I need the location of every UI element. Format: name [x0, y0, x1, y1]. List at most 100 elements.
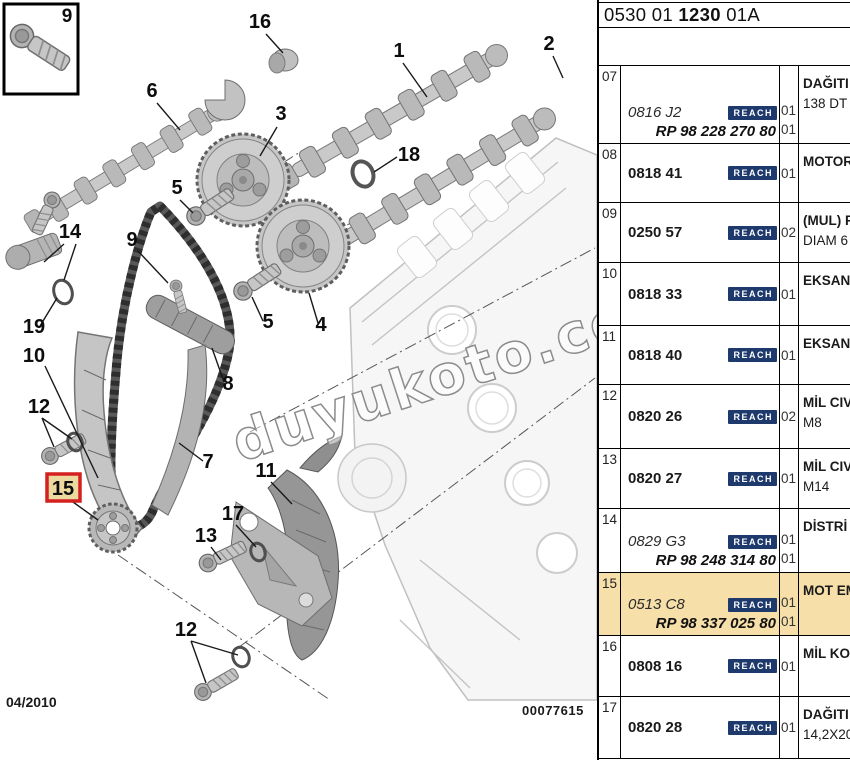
quantity: 02: [781, 409, 797, 424]
bushing-part-16: [268, 48, 299, 74]
tensioner-blade-part-7: [151, 344, 208, 516]
callout-label-1[interactable]: 1: [393, 40, 404, 62]
callout-label-4[interactable]: 4: [315, 314, 327, 336]
centerline: [249, 247, 596, 433]
row-number: 12: [599, 385, 621, 448]
part-description: (MUL) F: [803, 213, 850, 228]
row-number: 08: [599, 144, 621, 202]
reach-badge[interactable]: REACH: [728, 597, 777, 612]
reach-badge[interactable]: REACH: [728, 348, 777, 362]
quantity: 01: [781, 103, 797, 118]
callout-label-12b[interactable]: 12: [175, 619, 197, 641]
inset-box-part-9: [2, 2, 80, 96]
reach-badge[interactable]: REACH: [728, 166, 777, 180]
part-reference: 0513 C8: [628, 596, 685, 613]
part-description: MİL CIV: [803, 395, 850, 410]
row-number: 10: [599, 263, 621, 325]
callout-label-9-inset[interactable]: 9: [62, 6, 73, 27]
callout-label-11[interactable]: 11: [255, 460, 276, 482]
callout-label-16[interactable]: 16: [249, 11, 271, 33]
callout-label-3[interactable]: 3: [275, 103, 286, 125]
page-code-header: 0530 01 1230 01A: [599, 2, 850, 28]
quantity: 01: [781, 658, 797, 674]
quantity: 01: [781, 614, 797, 629]
part-description: DIAM 6: [803, 233, 849, 248]
callout-label-9b[interactable]: 9: [126, 229, 137, 251]
tensioner-part-14: [5, 232, 63, 270]
part-description: DAĞITI: [803, 76, 849, 91]
quantity: 01: [781, 122, 797, 137]
quantity: 01: [781, 165, 797, 181]
reach-badge[interactable]: REACH: [728, 225, 777, 240]
callout-label-8[interactable]: 8: [222, 373, 233, 395]
reach-badge[interactable]: REACH: [728, 409, 777, 424]
row-number: 16: [599, 636, 621, 696]
callout-label-14[interactable]: 14: [59, 221, 82, 243]
callout-label-2[interactable]: 2: [543, 33, 554, 55]
table-subheader: [599, 28, 850, 66]
replacement-part-number: RP 98 337 025 80: [655, 615, 776, 632]
part-description: EKSAN: [803, 336, 850, 351]
callout-label-18[interactable]: 18: [398, 144, 420, 166]
reach-badge[interactable]: REACH: [728, 105, 777, 120]
callout-label-13[interactable]: 13: [195, 525, 217, 547]
callout-label-19[interactable]: 19: [23, 316, 45, 338]
part-description: M8: [803, 415, 822, 430]
part-description: 138 DT: [803, 96, 848, 111]
row-number: 17: [599, 697, 621, 758]
engine-block: [337, 137, 597, 701]
pivot-guide: [145, 294, 236, 355]
quantity: 01: [781, 551, 797, 566]
callout-label-12a[interactable]: 12: [28, 396, 50, 418]
callout-label-7[interactable]: 7: [202, 451, 213, 473]
callout-label-5b[interactable]: 5: [262, 311, 273, 333]
row-number: 07: [599, 66, 621, 143]
reach-badge[interactable]: REACH: [728, 720, 777, 735]
parts-table: 0530 01 1230 01A 07 0816 J2 REACH RP 98 2…: [597, 0, 850, 760]
row-number: 15: [599, 573, 621, 635]
revision-date: 04/2010: [6, 694, 57, 710]
part-description: M14: [803, 479, 830, 494]
callout-label-10[interactable]: 10: [23, 345, 45, 367]
part-reference: 0250 57: [628, 224, 683, 241]
part-reference: 0820 27: [628, 470, 683, 487]
callout-label-15: 15: [52, 478, 74, 500]
part-description: EKSAN: [803, 273, 850, 288]
quantity: 01: [781, 720, 797, 735]
part-reference: 0816 J2: [628, 104, 682, 121]
callout-label-5a[interactable]: 5: [171, 177, 182, 199]
quantity: 01: [781, 532, 797, 547]
selected-callout-15[interactable]: 15: [45, 472, 82, 503]
callout-label-6[interactable]: 6: [146, 80, 157, 102]
callout-label-17[interactable]: 17: [222, 503, 244, 525]
part-reference: 0818 41: [628, 164, 683, 182]
replacement-part-number: RP 98 248 314 80: [655, 552, 776, 569]
row-number: 09: [599, 203, 621, 262]
document-number: 00077615: [522, 703, 584, 718]
part-reference: 0808 16: [628, 657, 683, 675]
part-description: DİSTRİ: [803, 519, 848, 534]
part-description: MOT EM: [803, 583, 850, 598]
reach-badge[interactable]: REACH: [728, 287, 777, 301]
reach-badge[interactable]: REACH: [728, 534, 777, 549]
cam-trigger-plate: [204, 79, 246, 121]
part-reference: 0820 28: [628, 719, 683, 736]
reach-badge[interactable]: REACH: [728, 471, 777, 486]
quantity: 01: [781, 471, 797, 486]
leader-lines: [39, 33, 564, 684]
row-number: 13: [599, 449, 621, 508]
reach-badge[interactable]: REACH: [728, 659, 777, 673]
washer-part-17: [249, 541, 267, 563]
